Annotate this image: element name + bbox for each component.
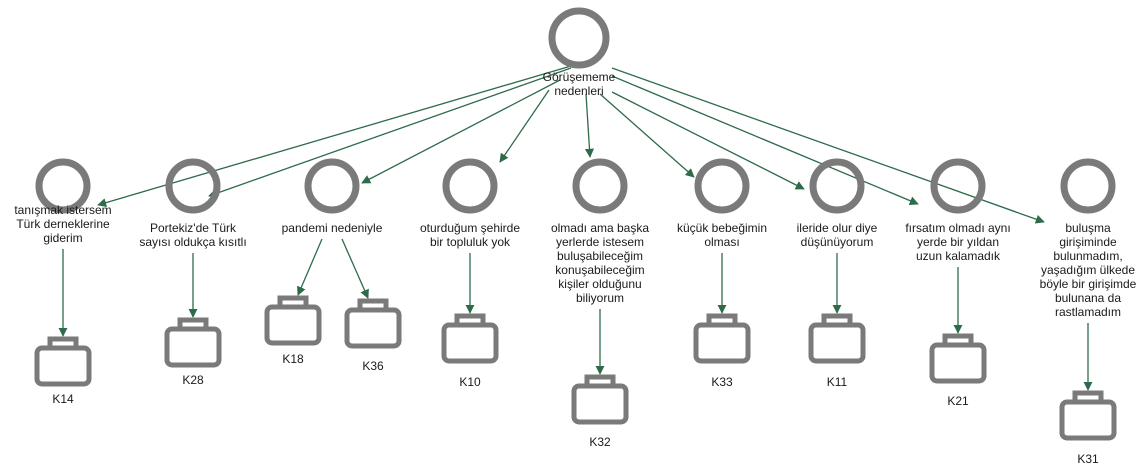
theme-label: küçük bebeğimin olması	[676, 221, 768, 249]
case-briefcase-icon[interactable]	[441, 313, 499, 364]
theme-node-icon[interactable]	[35, 158, 91, 214]
theme-node-icon[interactable]	[304, 158, 360, 214]
case-label: K33	[711, 375, 733, 389]
theme-to-case-edge	[297, 238, 323, 296]
case-label: K36	[362, 359, 384, 373]
case-briefcase-icon[interactable]	[164, 317, 222, 368]
case-briefcase-icon[interactable]	[571, 374, 629, 425]
case-briefcase-icon[interactable]	[34, 336, 92, 387]
root-to-theme-edge	[584, 93, 595, 158]
root-to-theme-edge	[611, 75, 919, 206]
theme-label: olmadı ama başka yerlerde istesem buluşa…	[550, 221, 650, 305]
root-to-theme-edge	[97, 65, 572, 208]
case-label: K21	[947, 394, 969, 408]
theme-label: fırsatım olmadı aynı yerde bir yıldan uz…	[905, 221, 1011, 263]
root-to-theme-edge	[611, 91, 805, 190]
theme-node-icon[interactable]	[1060, 158, 1116, 214]
case-briefcase-icon[interactable]	[1059, 390, 1117, 441]
theme-node-icon[interactable]	[165, 158, 221, 214]
case-label: K28	[182, 373, 204, 387]
case-briefcase-icon[interactable]	[264, 295, 322, 346]
case-briefcase-icon[interactable]	[929, 333, 987, 384]
theme-label: oturduğum şehirde bir topluluk yok	[419, 221, 521, 249]
case-briefcase-icon[interactable]	[344, 298, 402, 349]
case-label: K14	[52, 392, 74, 406]
root-to-theme-edge	[361, 79, 561, 184]
root-to-theme-edge	[611, 67, 1045, 224]
root-node-icon[interactable]	[548, 7, 610, 69]
case-label: K11	[826, 375, 848, 389]
root-to-theme-edge	[499, 89, 550, 163]
case-label: K18	[282, 352, 304, 366]
theme-label: tanışmak istersem Türk derneklerine gide…	[14, 203, 112, 245]
case-label: K31	[1077, 452, 1099, 466]
case-briefcase-icon[interactable]	[808, 313, 866, 364]
theme-node-icon[interactable]	[809, 158, 865, 214]
theme-label: ileride olur diye düşünüyorum	[796, 221, 878, 249]
theme-node-icon[interactable]	[572, 158, 628, 214]
theme-to-case-edge	[341, 238, 369, 299]
theme-label: Portekiz'de Türk sayısı oldukça kısıtlı	[139, 221, 247, 249]
root-label: Görüşememe nedenleri	[542, 70, 616, 98]
root-to-theme-edge	[208, 67, 572, 198]
root-to-theme-edge	[599, 93, 695, 178]
theme-node-icon[interactable]	[930, 158, 986, 214]
case-label: K10	[459, 375, 481, 389]
theme-node-icon[interactable]	[442, 158, 498, 214]
case-briefcase-icon[interactable]	[693, 313, 751, 364]
theme-label: buluşma girişiminde bulunmadım, yaşadığı…	[1039, 221, 1137, 319]
theme-node-icon[interactable]	[694, 158, 750, 214]
theme-label: pandemi nedeniyle	[281, 221, 383, 235]
case-label: K32	[589, 435, 611, 449]
